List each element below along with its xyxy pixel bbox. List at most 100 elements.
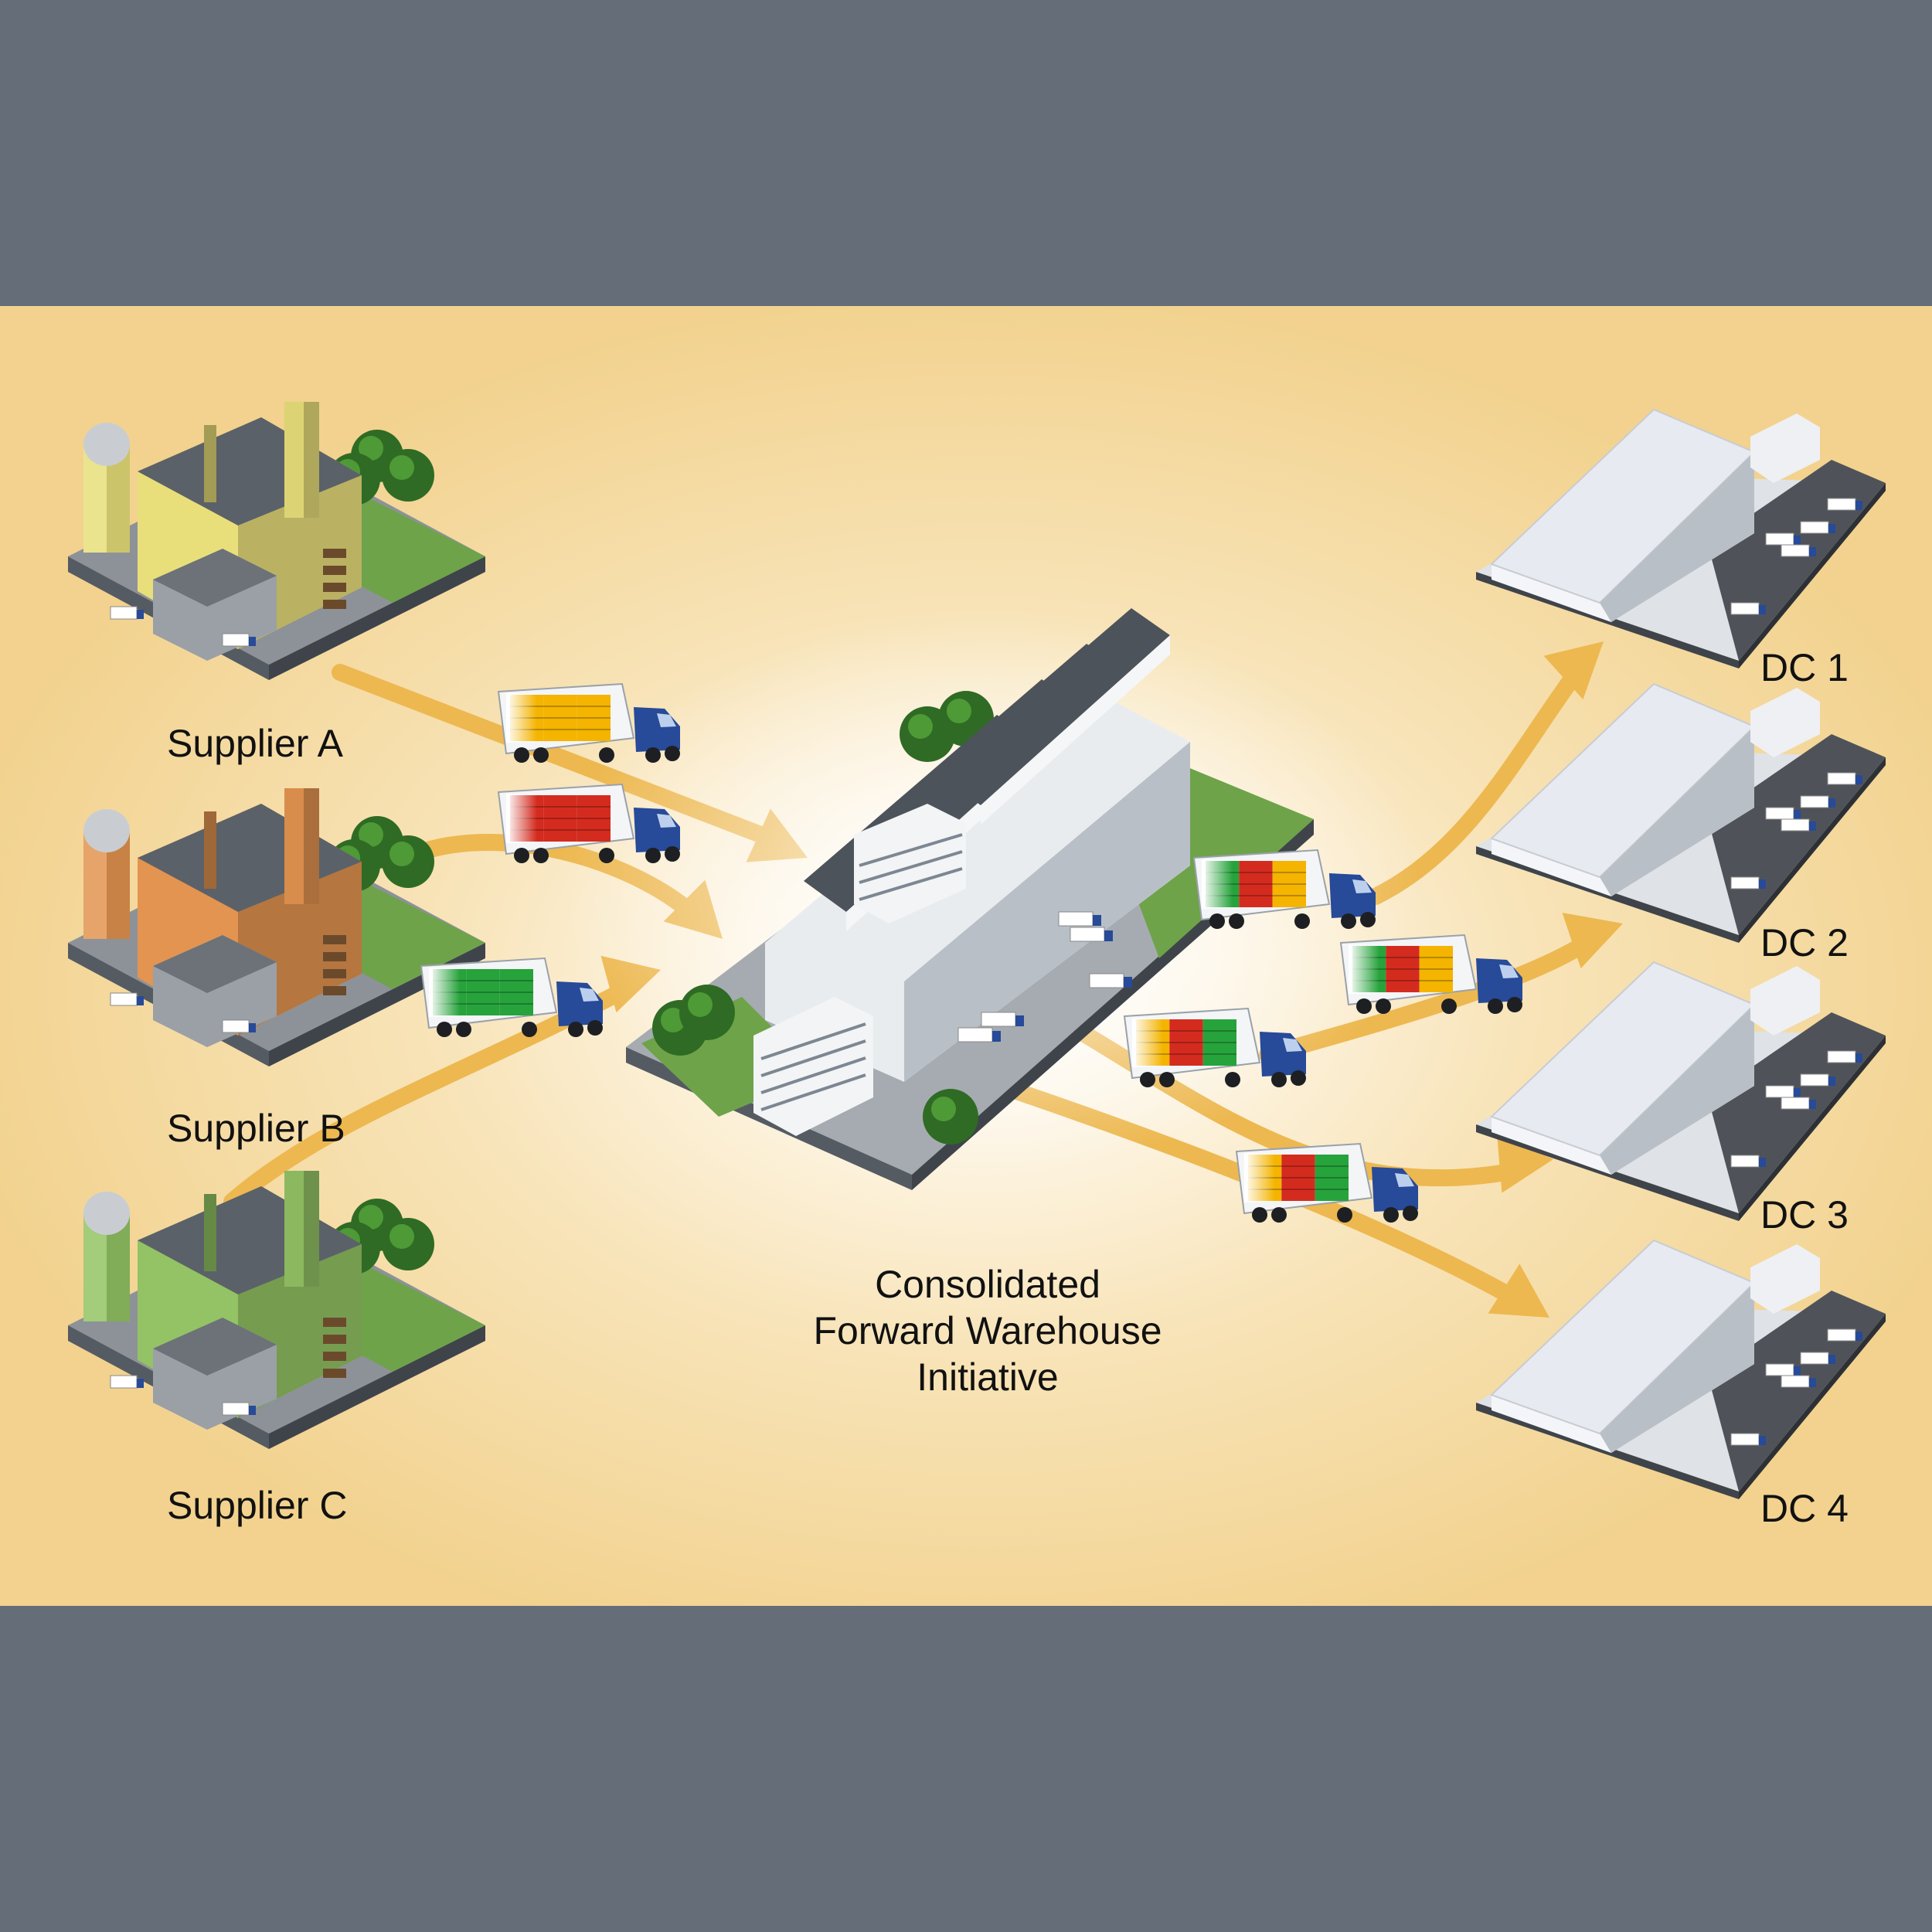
window: [323, 549, 346, 558]
dc-lot-edge: [1739, 1036, 1886, 1221]
warehouse-body: [765, 680, 1190, 1082]
dc-truck-cab: [1794, 536, 1801, 545]
cargo-fade: [429, 968, 460, 1017]
wheel: [665, 846, 680, 862]
small-truck-cab: [249, 1023, 256, 1032]
dc-truck-cab: [1828, 524, 1835, 533]
docked-truck-cab: [992, 1031, 1001, 1042]
office-window-band: [859, 833, 963, 867]
small-truck-cab: [137, 996, 144, 1005]
wheel: [533, 747, 549, 763]
wheel: [456, 1022, 471, 1037]
dc-truck-icon: [1781, 818, 1810, 832]
window: [323, 583, 346, 592]
tree-highlight: [661, 1008, 685, 1032]
small-truck-icon: [110, 1375, 138, 1389]
office-window-band: [760, 1039, 866, 1077]
hub-title-line-1: Consolidated: [875, 1263, 1100, 1306]
office-window-band: [760, 1073, 866, 1111]
dc-truck-cab: [1794, 1366, 1801, 1376]
dc-office: [1750, 1244, 1820, 1314]
wheel: [645, 747, 661, 763]
wheel: [1488, 998, 1503, 1014]
roof-skylight: [981, 635, 1170, 825]
tree-highlight: [389, 842, 414, 866]
small-truck-cab: [249, 637, 256, 646]
tower-shade: [304, 1171, 319, 1287]
truck-cab: [1476, 958, 1522, 1003]
cargo-fade: [1244, 1153, 1275, 1202]
window: [323, 986, 346, 995]
small-truck-icon: [110, 992, 138, 1006]
wheel: [1341, 913, 1356, 929]
dc-truck-icon: [1781, 1097, 1810, 1110]
tree-highlight: [359, 1205, 383, 1230]
window: [323, 600, 346, 609]
cargo-truck-3: [420, 957, 603, 1037]
dc-4-label: DC 4: [1760, 1487, 1849, 1530]
supplier-b-label: Supplier B: [167, 1107, 345, 1150]
distribution-center-1: [1476, 408, 1886, 668]
wheel: [568, 1022, 583, 1037]
wheel: [1360, 912, 1376, 927]
wheel: [587, 1020, 603, 1036]
docked-truck-cab: [1124, 977, 1132, 988]
dc-truck-icon: [1800, 795, 1829, 808]
wheel: [599, 747, 614, 763]
cargo-truck-4: [1192, 849, 1376, 929]
office-window-band: [859, 867, 963, 901]
small-truck-cab: [137, 610, 144, 619]
dc-truck-icon: [1827, 1050, 1856, 1063]
dc-lot-edge: [1739, 483, 1886, 668]
wheel: [599, 848, 614, 863]
wheel: [1383, 1207, 1399, 1223]
dc-dock-side: [1600, 1005, 1754, 1175]
wheel: [1337, 1207, 1352, 1223]
wheel: [1441, 998, 1457, 1014]
dc-dock-side: [1600, 1283, 1754, 1453]
wheel: [1271, 1072, 1287, 1087]
silo-dome: [83, 809, 130, 852]
supplier-factory-2: [68, 788, 485, 1066]
tower-shade: [304, 788, 319, 904]
dc-dock-side: [1600, 726, 1754, 896]
dc-truck-cab: [1809, 1100, 1816, 1109]
supplier-factory-1: [68, 402, 485, 680]
cab-window: [657, 814, 676, 828]
docked-truck-icon: [981, 1012, 1016, 1027]
dc-truck-cab: [1809, 547, 1816, 556]
cargo-fade: [1349, 944, 1379, 994]
dc-truck-cab: [1828, 1355, 1835, 1364]
dc-truck-icon: [1781, 1375, 1810, 1388]
office-window-band: [859, 850, 963, 884]
docked-truck-cab: [1015, 1015, 1024, 1026]
tree-highlight: [688, 992, 713, 1017]
wheel: [1209, 913, 1225, 929]
bottom-band: [0, 1606, 1932, 1932]
dc-office: [1750, 966, 1820, 1036]
dc-truck-cab: [1794, 810, 1801, 819]
dc-truck-icon: [1781, 544, 1810, 557]
dc-lot-edge: [1739, 757, 1886, 943]
small-truck-cab: [137, 1379, 144, 1388]
wheel: [645, 848, 661, 863]
dc-1-label: DC 1: [1760, 646, 1849, 689]
wing-roof: [153, 935, 277, 993]
office-window-band: [760, 1022, 866, 1060]
cab-window: [657, 713, 676, 727]
distribution-center-3: [1476, 961, 1886, 1221]
wheel: [1225, 1072, 1240, 1087]
small-truck-icon: [222, 1019, 250, 1033]
dc-truck-cab: [1759, 605, 1766, 614]
lot-edge: [269, 1325, 485, 1449]
dc-truck-cab: [1809, 1378, 1816, 1387]
tree-highlight: [908, 714, 933, 739]
wheel: [437, 1022, 452, 1037]
docked-truck-icon: [1058, 911, 1094, 927]
wheel: [1291, 1070, 1306, 1086]
wheel: [533, 848, 549, 863]
dc-truck-icon: [1800, 1352, 1829, 1365]
tree-highlight: [389, 455, 414, 480]
docked-truck-cab: [1093, 915, 1101, 926]
cab-window: [1499, 964, 1519, 978]
